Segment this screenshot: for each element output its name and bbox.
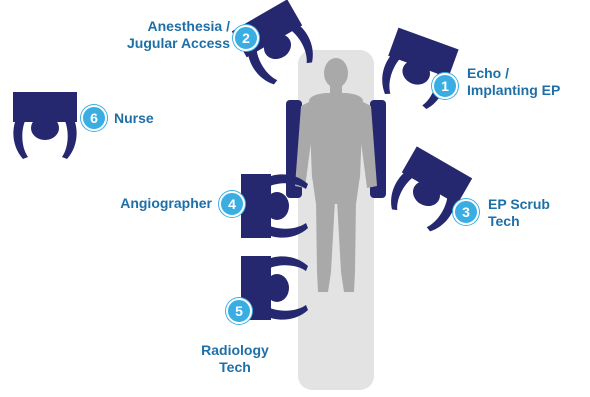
role-label-line: Implanting EP (467, 82, 560, 99)
role-label-line: Angiographer (120, 195, 212, 212)
role-badge-6: 6 (81, 105, 107, 131)
role-label-line: Echo / (467, 65, 560, 82)
role-badge-2: 2 (233, 25, 259, 51)
role-badge-3: 3 (453, 199, 479, 225)
staff-figure-angiographer (241, 174, 308, 238)
role-label-ep-scrub: EP Scrub Tech (488, 196, 550, 230)
role-label-line: Tech (488, 213, 550, 230)
role-label-anesthesia: Anesthesia / Jugular Access (127, 18, 230, 52)
role-label-line: Jugular Access (127, 35, 230, 52)
role-label-echo: Echo / Implanting EP (467, 65, 560, 99)
role-badge-4: 4 (219, 191, 245, 217)
role-label-line: Radiology (187, 342, 283, 359)
role-badge-5: 5 (226, 298, 252, 324)
role-label-line: EP Scrub (488, 196, 550, 213)
role-label-line: Anesthesia / (127, 18, 230, 35)
role-label-nurse: Nurse (114, 110, 154, 127)
role-badge-1: 1 (432, 73, 458, 99)
staff-figure-nurse (13, 92, 77, 159)
role-label-radiology: Radiology Tech (187, 342, 283, 376)
role-label-angiographer: Angiographer (120, 195, 212, 212)
role-label-line: Tech (187, 359, 283, 376)
staff-figure-echo (376, 28, 459, 113)
role-label-line: Nurse (114, 110, 154, 127)
